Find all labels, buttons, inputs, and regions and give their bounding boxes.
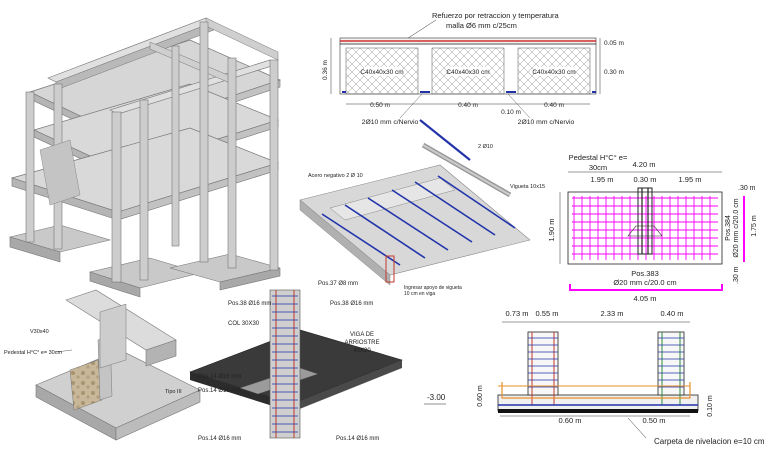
column-tie-beam-detail: Pos.37 Ø8 mm Pos.38 Ø16 mm Pos.38 Ø16 mm… — [189, 281, 403, 442]
block-label-3: C40x40x30 cm — [532, 69, 575, 76]
vigueta-label: Vigueta 10x15 — [510, 184, 545, 190]
dim-h2: 0.10 m — [707, 395, 714, 417]
footing-section: 0.73 m 0.55 m 2.33 m 0.40 m -3.00 0.60 m… — [424, 309, 765, 446]
retraction-note-line2: malla Ø6 mm c/25cm — [446, 21, 517, 30]
dim-width-2: 0.40 m — [458, 102, 478, 109]
rebar-label-right: 2Ø10 mm c/Nervio — [518, 119, 575, 126]
leveling-note: Carpeta de nivelacion e=10 cm — [654, 437, 765, 446]
support-note-line2: 10 cm en viga — [404, 291, 435, 297]
retraction-note-line1: Refuerzo por retraccion y temperatura — [432, 11, 560, 20]
dim-right: 1.95 m — [679, 175, 702, 184]
dim-height: 1.90 m — [547, 219, 556, 242]
dim-rib: 0.10 m — [501, 109, 521, 116]
dim-bottom: 4.05 m — [634, 294, 657, 303]
dim-side: 1.75 m — [751, 215, 758, 237]
pos14d-label: Pos.14 Ø16 mm — [336, 436, 379, 442]
pos38a-label: Pos.38 Ø16 mm — [228, 301, 271, 307]
pedestal-title: Pedestal H°C° e= — [569, 153, 628, 162]
dim-left: 1.95 m — [591, 175, 614, 184]
dim-d1: 0.73 m — [506, 309, 529, 318]
type-label: Tipo III — [165, 389, 182, 395]
block-label-1: C40x40x30 cm — [360, 69, 403, 76]
dim-h1: 0.60 m — [477, 385, 484, 407]
pos14b-label: Pos.14 Ø16 mm — [198, 388, 241, 394]
pos14a-label: Pos.14 Ø16 mm — [198, 374, 241, 380]
tie-beam-3: 40X20 — [353, 348, 371, 354]
pos383-spec: Ø20 mm c/20.0 cm — [613, 278, 676, 287]
pos384-spec: Ø20 mm c/20.0 cm — [733, 198, 740, 257]
neg-steel-label: Acero negativo 2 Ø 10 — [308, 173, 363, 179]
rebar-label-left: 2Ø10 mm c/Nervio — [362, 119, 419, 126]
pos14c-label: Pos.14 Ø16 mm — [198, 436, 241, 442]
dim-b2: 0.50 m — [643, 416, 666, 425]
level-label: -3.00 — [427, 393, 446, 402]
dim-width-3: 0.40 m — [544, 102, 564, 109]
dim-top: 0.05 m — [604, 40, 624, 47]
beam-label: V30x40 — [30, 329, 49, 335]
dim-block: 0.30 m — [604, 69, 624, 76]
pos383-label: Pos.383 — [631, 269, 659, 278]
dim-total: 0.36 m — [322, 60, 329, 80]
joist-3d-detail: 2 Ø10 Acero negativo 2 Ø 10 Vigueta 10x1… — [299, 119, 545, 297]
dim-hook: .30 m — [733, 266, 740, 284]
dim-edge: .30 m — [738, 185, 756, 192]
dim-total-top: 4.20 m — [633, 160, 656, 169]
dim-mid: 0.30 m — [634, 175, 657, 184]
pos37-label: Pos.37 Ø8 mm — [318, 281, 358, 287]
pedestal-label: Pedestal H°C° e= 30cm — [4, 350, 62, 356]
pedestal-plan: Pedestal H°C° e= 30cm 4.20 m 1.95 m 0.30… — [547, 153, 758, 303]
dim-d4: 0.40 m — [661, 309, 684, 318]
pos38b-label: Pos.38 Ø16 mm — [330, 301, 373, 307]
tie-beam-1: VIGA DE — [350, 332, 374, 338]
tie-beam-2: ARRIOSTRE — [344, 340, 379, 346]
block-label-2: C40x40x30 cm — [446, 69, 489, 76]
dim-d3: 2.33 m — [601, 309, 624, 318]
slab-section: Refuerzo por retraccion y temperatura ma… — [322, 11, 624, 126]
footing-3d: V30x40 Pedestal H°C° e= 30cm Tipo III — [4, 289, 201, 441]
col-label: COL 30X30 — [228, 321, 260, 327]
bar-label: 2 Ø10 — [478, 144, 493, 150]
support-note-line1: Ingresar apoyo de vigueta — [404, 285, 462, 291]
pos384-label: Pos.384 — [725, 215, 732, 241]
dim-b1: 0.60 m — [559, 416, 582, 425]
building-frame-3d — [8, 17, 281, 298]
dim-d2: 0.55 m — [536, 309, 559, 318]
dim-width-1: 0.50 m — [370, 102, 390, 109]
pedestal-title-2: 30cm — [589, 163, 607, 172]
